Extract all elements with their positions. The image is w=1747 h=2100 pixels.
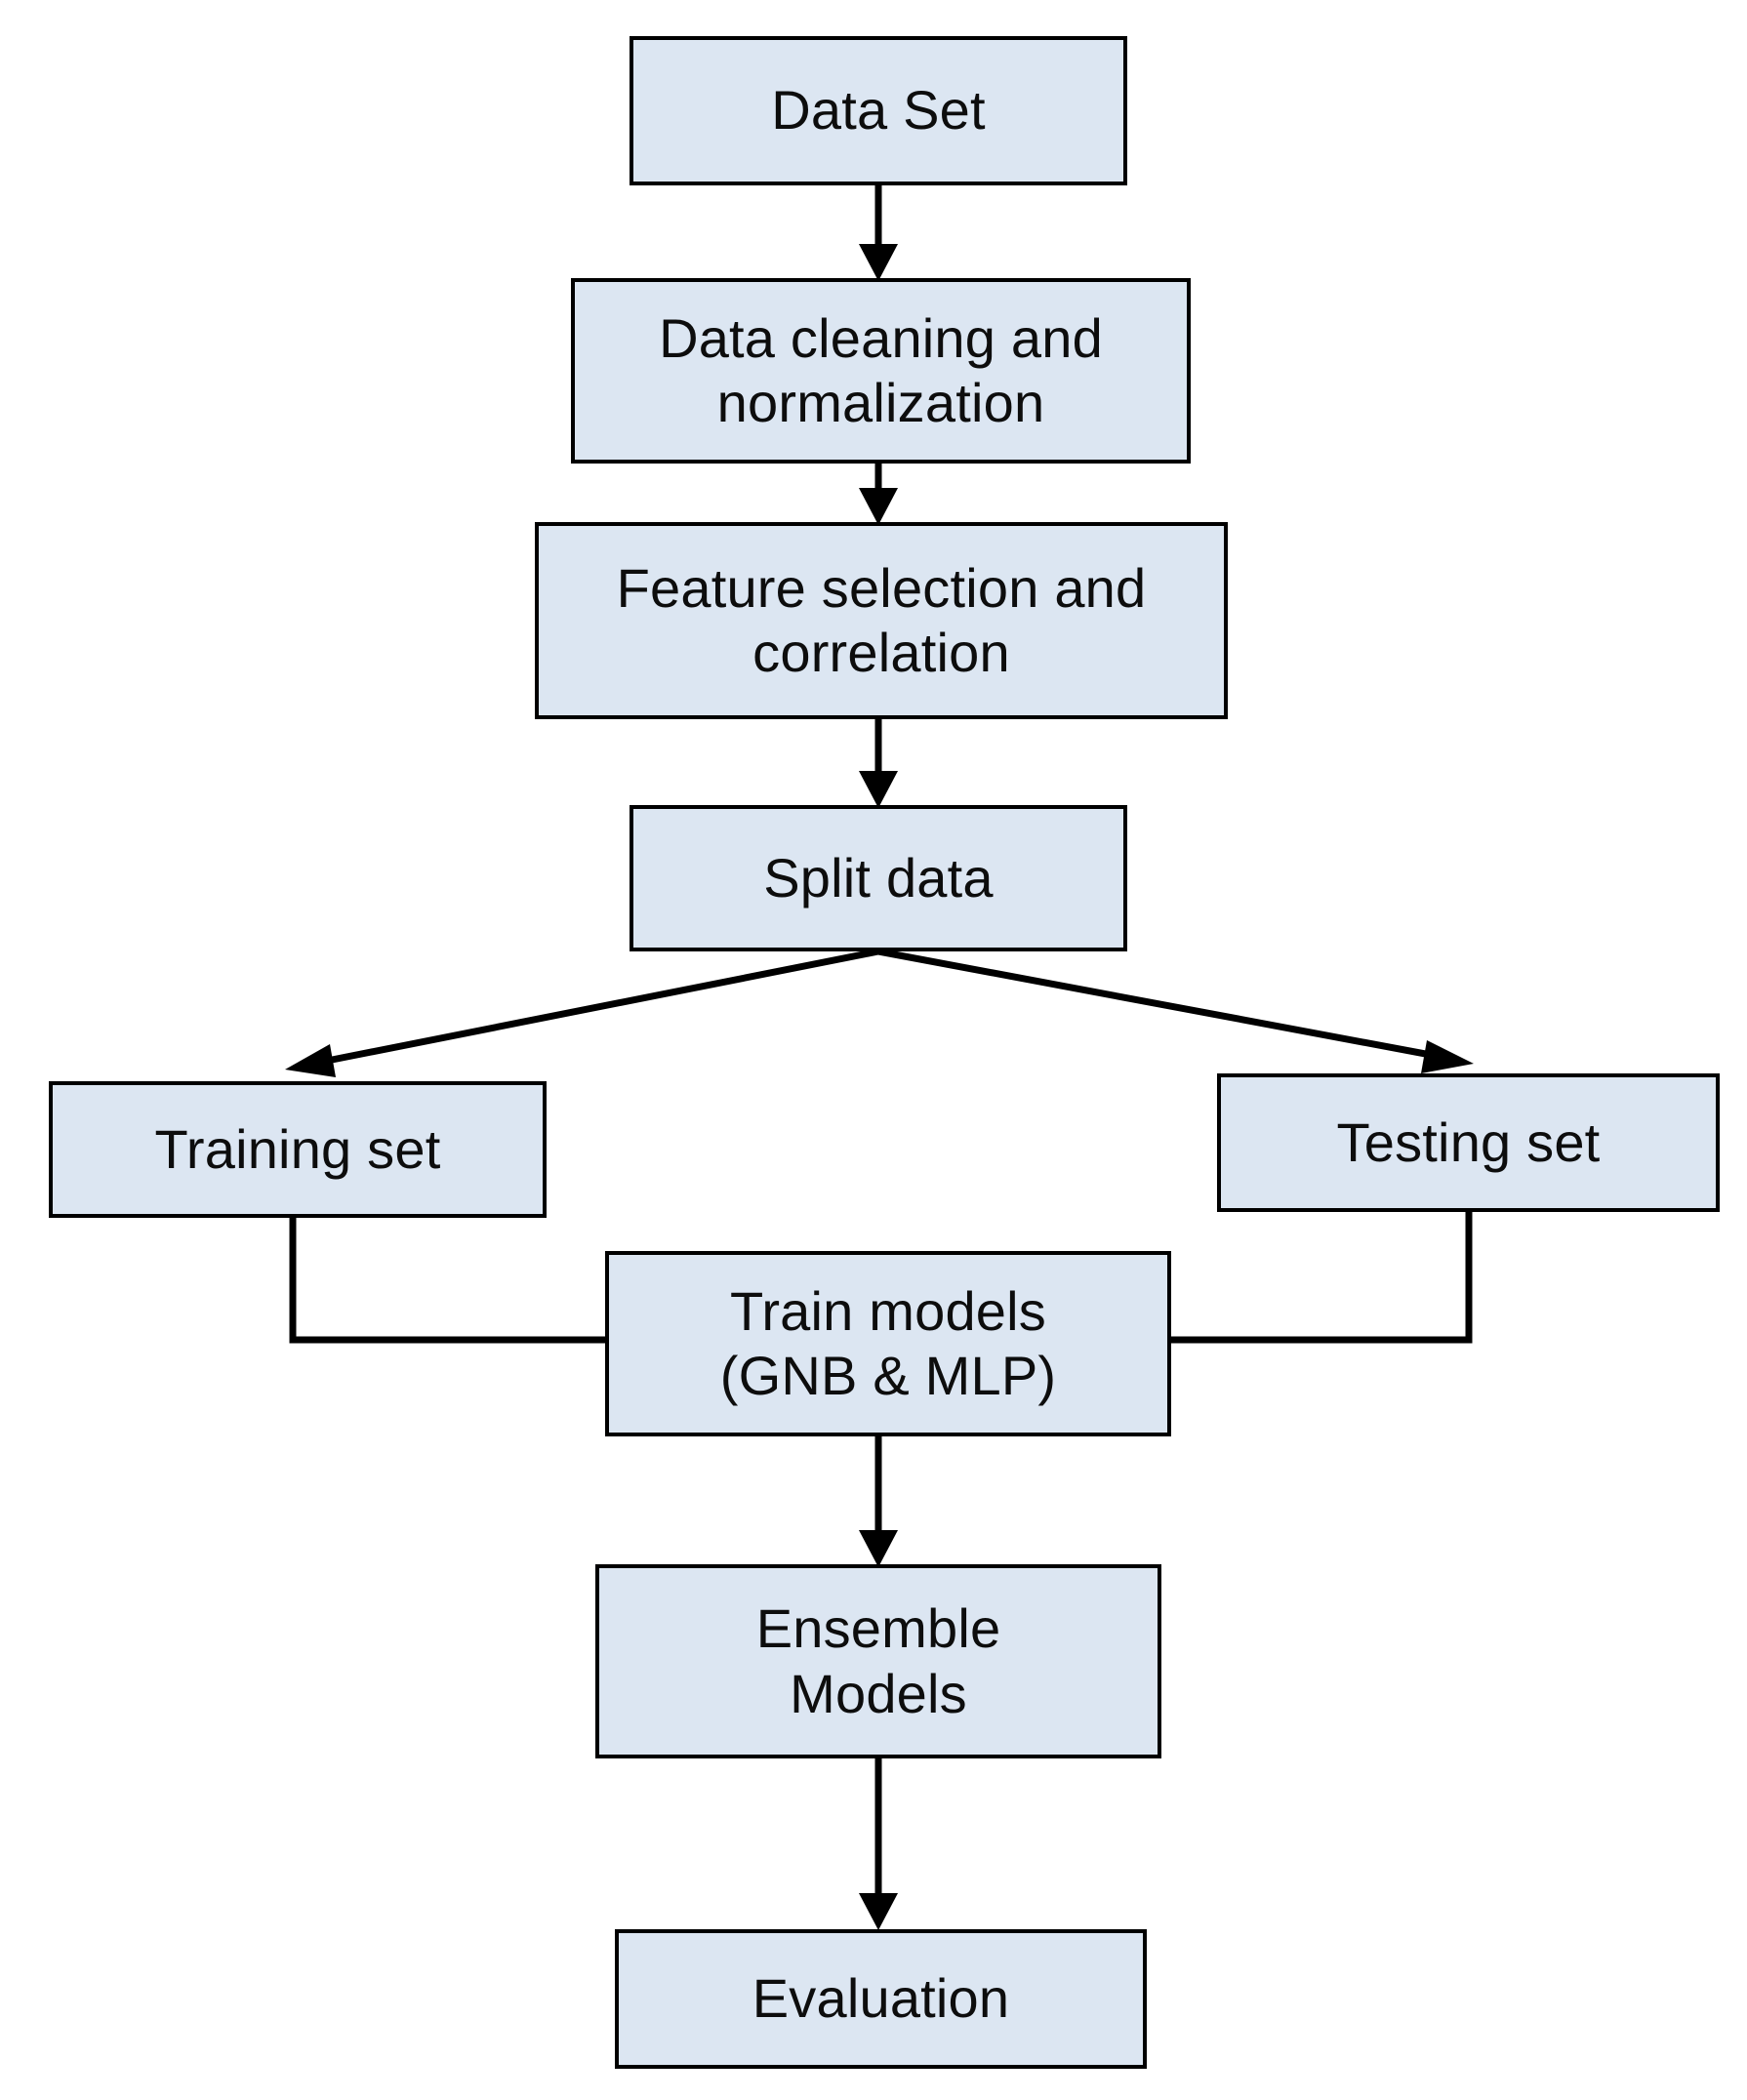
node-evaluation[interactable]: Evaluation: [615, 1929, 1147, 2069]
edge-data-set-to-data-cleaning: [859, 185, 898, 281]
node-ensemble-models[interactable]: Ensemble Models: [595, 1564, 1161, 1758]
node-data-set[interactable]: Data Set: [630, 36, 1127, 185]
node-split-data[interactable]: Split data: [630, 805, 1127, 951]
edge-training-set-to-train-models: [289, 1218, 605, 1344]
edge-ensemble-models-to-evaluation: [859, 1758, 898, 1930]
edge-split-data-to-testing-set: [877, 948, 1474, 1073]
node-testing-set[interactable]: Testing set: [1217, 1073, 1720, 1212]
edge-split-data-to-training-set: [285, 948, 879, 1077]
node-feature-selection[interactable]: Feature selection and correlation: [535, 522, 1228, 719]
edge-train-models-to-ensemble-models: [859, 1436, 898, 1567]
node-train-models[interactable]: Train models (GNB & MLP): [605, 1251, 1171, 1436]
node-training-set[interactable]: Training set: [49, 1081, 547, 1218]
node-data-cleaning[interactable]: Data cleaning and normalization: [571, 278, 1191, 464]
edge-data-cleaning-to-feature-selection: [859, 464, 898, 525]
edge-testing-set-to-train-models: [1171, 1212, 1473, 1344]
edge-feature-selection-to-split-data: [859, 719, 898, 808]
